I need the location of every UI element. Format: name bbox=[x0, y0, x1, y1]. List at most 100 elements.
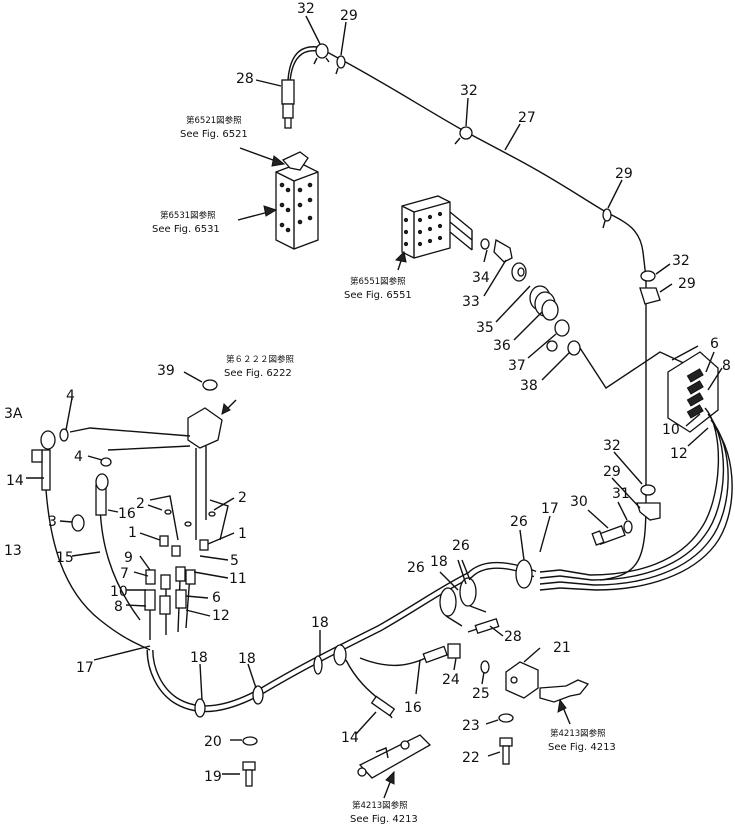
callout-20: 20 bbox=[204, 734, 222, 750]
clamp-26-c bbox=[439, 587, 463, 627]
callout-34: 34 bbox=[472, 270, 490, 286]
callout-2: 2 bbox=[238, 490, 247, 506]
callout-19: 19 bbox=[204, 769, 222, 785]
callout-18: 18 bbox=[190, 650, 208, 666]
cylinder-4213 bbox=[357, 734, 432, 779]
bolt-22 bbox=[499, 737, 513, 765]
callout-4: 4 bbox=[74, 449, 83, 465]
hose-end-16-left bbox=[95, 473, 109, 516]
o-ring-25 bbox=[480, 660, 490, 674]
callout-18: 18 bbox=[311, 615, 329, 631]
washer-20 bbox=[242, 736, 258, 746]
callout-1: 1 bbox=[238, 526, 247, 542]
hose-14-lower bbox=[345, 659, 396, 719]
callout-3: 3 bbox=[48, 514, 57, 530]
main-hose-bundle bbox=[146, 561, 561, 713]
callout-15: 15 bbox=[56, 550, 74, 566]
callout-29: 29 bbox=[340, 8, 358, 24]
ref-4213-en: See Fig. 4213 bbox=[548, 742, 616, 753]
callout-8: 8 bbox=[722, 358, 731, 374]
clamp-29-top bbox=[335, 55, 346, 75]
callout-3A: 3A bbox=[4, 406, 23, 422]
callout-6: 6 bbox=[212, 590, 221, 606]
hose-bundle-right bbox=[559, 407, 733, 591]
ref-6551-jp: 第6551図参照 bbox=[350, 276, 406, 287]
callout-24: 24 bbox=[442, 672, 460, 688]
callout-2: 2 bbox=[136, 496, 145, 512]
bolt-19 bbox=[242, 761, 256, 787]
callout-18: 18 bbox=[430, 554, 448, 570]
callout-32: 32 bbox=[672, 253, 690, 269]
callout-38: 38 bbox=[520, 378, 538, 394]
callout-28: 28 bbox=[236, 71, 254, 87]
leader-lines bbox=[26, 15, 723, 775]
callout-12: 12 bbox=[212, 608, 230, 624]
right-manifold bbox=[667, 345, 719, 433]
pedal-valve-6222 bbox=[69, 379, 223, 540]
elbow-4213 bbox=[539, 679, 590, 703]
clamp-26-b bbox=[459, 577, 487, 613]
callout-21: 21 bbox=[553, 640, 571, 656]
callout-28: 28 bbox=[504, 629, 522, 645]
callout-32: 32 bbox=[460, 83, 478, 99]
clamp-18-a bbox=[333, 644, 347, 666]
ref-6521-jp: 第6521図参照 bbox=[186, 115, 242, 126]
ref-6531-en: See Fig. 6531 bbox=[152, 224, 220, 235]
fitting-24 bbox=[447, 643, 461, 659]
callout-16: 16 bbox=[404, 700, 422, 716]
clamp-32-mid bbox=[454, 126, 473, 145]
ref-4213-jp: 第4213図参照 bbox=[550, 728, 606, 739]
callout-16: 16 bbox=[118, 506, 136, 522]
clamp-29-mid bbox=[602, 208, 612, 229]
hose-14-left bbox=[40, 430, 56, 491]
ref-6531-jp: 第6531図参照 bbox=[160, 210, 216, 221]
callout-10: 10 bbox=[662, 422, 680, 438]
ref-4213-jp: 第4213図参照 bbox=[352, 800, 408, 811]
elbow-33 bbox=[493, 238, 513, 263]
callout-13: 13 bbox=[4, 543, 22, 559]
fittings-9-7-10-8 bbox=[144, 566, 196, 640]
connector-35 bbox=[511, 262, 527, 282]
plug-3 bbox=[71, 514, 85, 532]
callout-32: 32 bbox=[297, 1, 315, 17]
valve-block-6531 bbox=[275, 151, 319, 250]
callout-36: 36 bbox=[493, 338, 511, 354]
callout-17: 17 bbox=[76, 660, 94, 676]
callout-29: 29 bbox=[678, 276, 696, 292]
clamp-18-c bbox=[252, 685, 264, 705]
callout-5: 5 bbox=[230, 553, 239, 569]
callout-25: 25 bbox=[472, 686, 490, 702]
ref-6222-jp: 第６２２２図参照 bbox=[226, 354, 295, 365]
reference-arrows bbox=[221, 147, 571, 799]
callout-35: 35 bbox=[476, 320, 494, 336]
callout-9: 9 bbox=[124, 550, 133, 566]
callout-4: 4 bbox=[66, 388, 75, 404]
callout-11: 11 bbox=[229, 571, 247, 587]
callout-22: 22 bbox=[462, 750, 480, 766]
bellows-36 bbox=[529, 285, 559, 321]
hose-fitting-28-top bbox=[281, 79, 295, 129]
clamp-29-lower bbox=[636, 502, 661, 521]
callout-27: 27 bbox=[518, 110, 536, 126]
callout-12: 12 bbox=[670, 446, 688, 462]
callout-7: 7 bbox=[120, 566, 129, 582]
clamp-32-right bbox=[640, 270, 656, 282]
callout-23: 23 bbox=[462, 718, 480, 734]
plug-3A bbox=[31, 449, 43, 463]
callout-29: 29 bbox=[615, 166, 633, 182]
callout-39: 39 bbox=[157, 363, 175, 379]
o-ring-34 bbox=[480, 238, 490, 250]
callout-6: 6 bbox=[710, 336, 719, 352]
callout-8: 8 bbox=[114, 599, 123, 615]
fittings-1-2-5 bbox=[149, 495, 229, 557]
callout-17: 17 bbox=[541, 501, 559, 517]
callout-32: 32 bbox=[603, 438, 621, 454]
clamp-32-top bbox=[313, 43, 330, 65]
hose-fitting-28-lower bbox=[467, 617, 500, 635]
ref-4213-en: See Fig. 4213 bbox=[350, 814, 418, 825]
clamp-32-lower bbox=[640, 484, 656, 496]
callout-37: 37 bbox=[508, 358, 526, 374]
callout-31: 31 bbox=[612, 486, 630, 502]
callout-14: 14 bbox=[341, 730, 359, 746]
